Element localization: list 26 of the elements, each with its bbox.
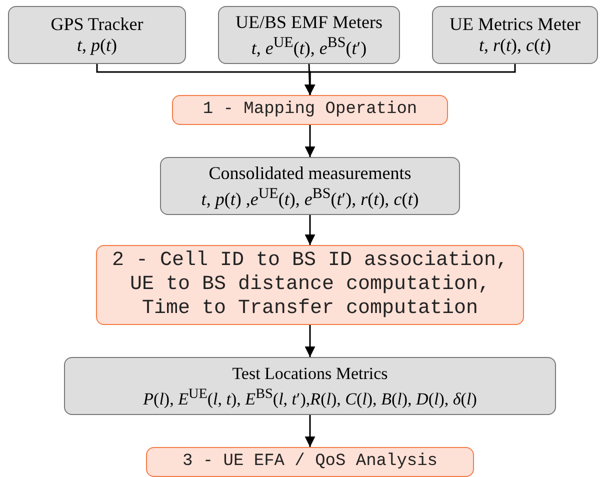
process-step-box — [172, 95, 448, 125]
box-title: GPS Tracker — [50, 14, 144, 35]
arrow — [304, 64, 516, 95]
data-box — [432, 6, 598, 64]
data-box — [64, 357, 556, 415]
formula: t, r(t), c(t) — [478, 35, 552, 56]
step-label: 3 - UE EFA / QoS Analysis — [182, 451, 438, 473]
formula: t, e$^{UE}$(t), e$^{BS}$(t′) — [251, 34, 367, 58]
arrow — [304, 325, 316, 357]
data-box — [218, 6, 400, 64]
arrow — [304, 215, 316, 245]
formula: P(l), E$^{UE}$(l, t), E$^{BS}$(l, t′),R(l), C(l), B(l), D(l), δ(l) — [143, 384, 477, 410]
box-title: UE/BS EMF Meters — [235, 12, 382, 32]
box-title: UE Metrics Meter — [450, 14, 580, 35]
process-step-box — [146, 447, 474, 477]
data-box — [8, 6, 186, 64]
formula: t, p(t) ,e$^{UE}$(t), e$^{BS}$(t′), r(t), c(t) — [201, 184, 419, 210]
process-step-box — [96, 245, 524, 325]
box-title: Test Locations Metrics — [232, 362, 388, 384]
formula: t, p(t) — [76, 35, 118, 56]
data-box — [160, 157, 460, 215]
arrow — [304, 415, 316, 447]
step-label: 1 - Mapping Operation — [202, 99, 418, 121]
box-title: Consolidated measurements — [208, 162, 412, 184]
step-label: 2 - Cell ID to BS ID association, UE to BS distance computation, Time to Transfer computation — [110, 249, 510, 321]
arrow — [304, 125, 316, 157]
